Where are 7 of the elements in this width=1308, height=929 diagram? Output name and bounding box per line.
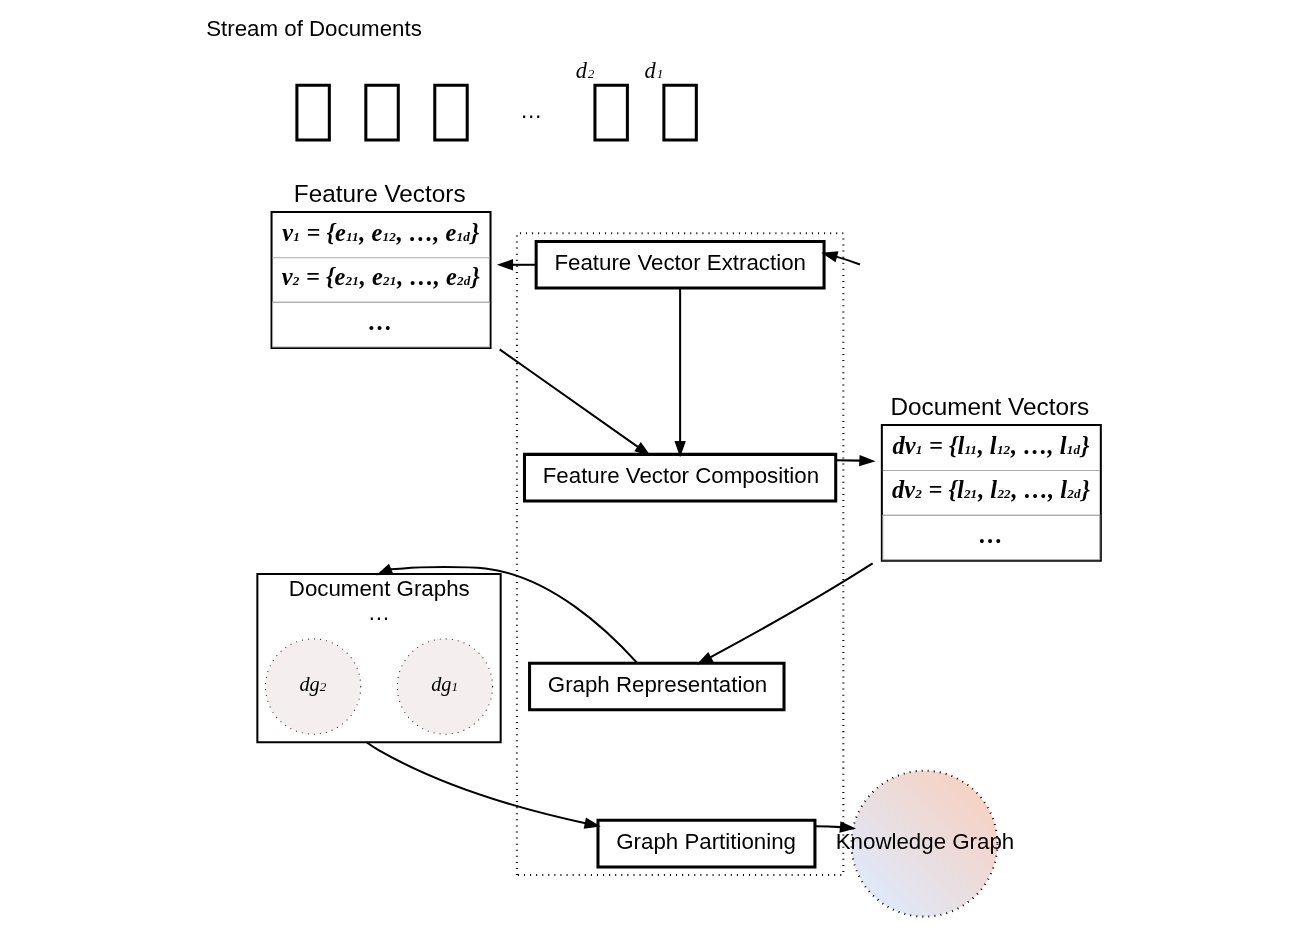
- node-label: Feature Vectors: [293, 180, 466, 208]
- node-label: d1: [644, 57, 664, 83]
- node-label: d2: [575, 57, 595, 83]
- node-label: Document Vectors: [890, 393, 1090, 421]
- node-label: Knowledge Graph: [835, 829, 1015, 855]
- label: …: [519, 98, 543, 124]
- label: Stream of Documents: [206, 16, 422, 42]
